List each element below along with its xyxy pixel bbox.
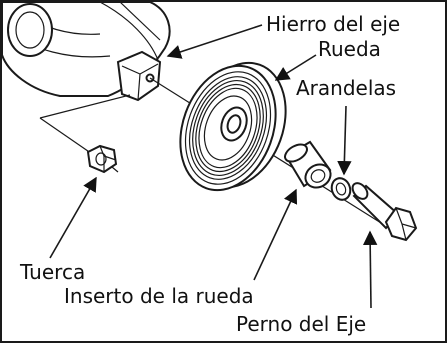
axle-bolt [351,182,418,242]
label-washers: Arandelas [296,76,396,100]
label-wheel-insert: Inserto de la rueda [64,284,254,308]
label-wheel: Rueda [318,37,381,61]
label-axle-bolt: Perno del Eje [236,312,366,336]
arrow-wheel [274,54,317,81]
label-axle-bracket: Hierro del eje [266,12,400,36]
nut [86,144,118,174]
leader-arrows [49,24,378,309]
wheel [179,61,287,192]
arrow-wheel-insert [253,188,298,281]
label-nut: Tuerca [19,260,85,284]
arrow-nut [49,176,97,259]
wheel-insert [284,140,332,189]
arrow-axle-bolt [362,230,378,309]
arrow-washers [337,105,352,176]
axle-bracket [116,50,162,102]
arrow-axle-bracket [166,24,263,59]
washer [330,177,352,201]
